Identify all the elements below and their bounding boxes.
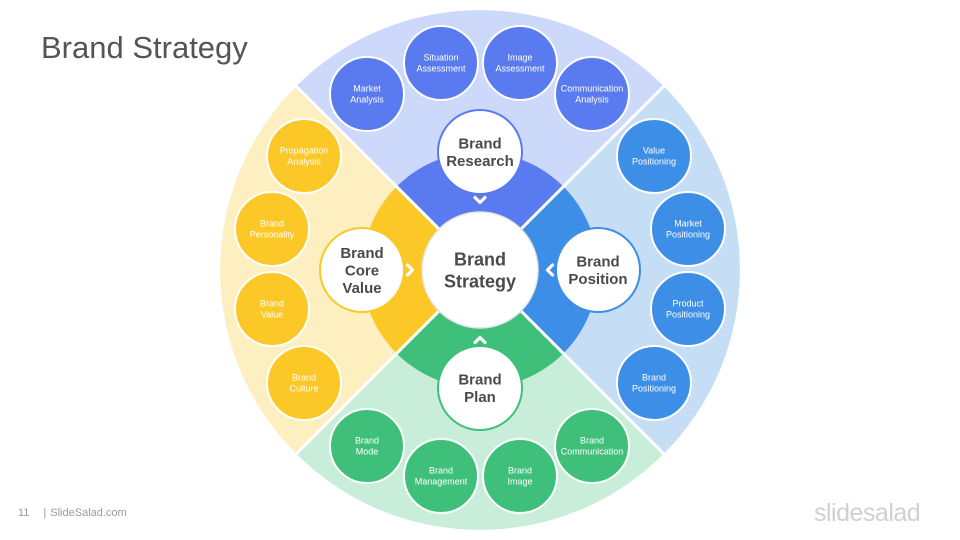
- core-value-item-label: Culture: [289, 384, 318, 394]
- footer-separator: |: [43, 507, 47, 519]
- core-value-item-label: Personality: [250, 230, 295, 240]
- plan-item-circle: [403, 438, 479, 514]
- research-item-label: Assessment: [495, 64, 545, 74]
- position-item-label: Value: [643, 146, 665, 156]
- position-item-circle: [616, 118, 692, 194]
- position-item-label: Positioning: [666, 230, 710, 240]
- center-circle: [421, 211, 539, 329]
- research-item-label: Analysis: [350, 95, 384, 105]
- position-item-circle: [616, 345, 692, 421]
- position-item-label: Positioning: [666, 310, 710, 320]
- core-value-item-label: Value: [261, 310, 283, 320]
- position-item-label: Positioning: [632, 157, 676, 167]
- core-value-item-circle: [234, 191, 310, 267]
- research-ring-quadrant: [396, 152, 564, 270]
- position-label: Brand: [576, 254, 619, 271]
- core-value-label-circle: [319, 227, 405, 313]
- slidesalad-logo: slidesalad: [814, 499, 921, 527]
- position-ring-quadrant: [480, 186, 598, 354]
- plan-item-circle: [329, 408, 405, 484]
- plan-item-label: Management: [415, 477, 468, 487]
- research-item-label: Analysis: [575, 95, 609, 105]
- research-item-circle: [554, 56, 630, 132]
- research-item-label: Communication: [561, 84, 624, 94]
- research-label: Brand: [458, 136, 501, 153]
- slide-footer: 11 |SlideSalad.com: [18, 507, 127, 519]
- research-item-circle: [403, 25, 479, 101]
- position-item-label: Positioning: [632, 384, 676, 394]
- core-value-item-label: Propagation: [280, 146, 329, 156]
- center-label: Brand: [454, 249, 506, 269]
- center-label: Strategy: [444, 271, 516, 291]
- core-value-label: Brand: [340, 245, 383, 262]
- position-item-label: Market: [674, 219, 702, 229]
- plan-ring-quadrant: [396, 270, 564, 388]
- position-item-circle: [650, 191, 726, 267]
- research-label: Research: [446, 153, 514, 170]
- chevron-right-icon: [405, 263, 415, 277]
- core-value-item-label: Brand: [260, 219, 284, 229]
- position-label: Position: [568, 271, 627, 288]
- plan-item-label: Brand: [355, 436, 379, 446]
- core-value-item-circle: [234, 271, 310, 347]
- core-value-ring-quadrant: [362, 186, 480, 354]
- center-layer: BrandResearchBrandPositionBrandPlanBrand…: [319, 109, 641, 431]
- core-value-item-label: Brand: [260, 299, 284, 309]
- core-value-label: Core: [345, 262, 379, 279]
- plan-label: Brand: [458, 372, 501, 389]
- research-item-label: Image: [507, 53, 532, 63]
- position-label-circle: [555, 227, 641, 313]
- research-item-circle: [482, 25, 558, 101]
- position-item-label: Brand: [642, 373, 666, 383]
- position-item-circle: [650, 271, 726, 347]
- slide-title: Brand Strategy: [41, 30, 248, 65]
- plan-item-label: Communication: [561, 447, 624, 457]
- core-value-item-label: Brand: [292, 373, 316, 383]
- research-item-label: Situation: [423, 53, 458, 63]
- research-item-circle: [329, 56, 405, 132]
- plan-item-circle: [482, 438, 558, 514]
- chevron-left-icon: [545, 263, 555, 277]
- plan-item-label: Brand: [508, 466, 532, 476]
- plan-label: Plan: [464, 389, 496, 406]
- position-item-label: Product: [672, 299, 704, 309]
- plan-item-label: Image: [507, 477, 532, 487]
- plan-item-circle: [554, 408, 630, 484]
- page-number: 11: [18, 507, 30, 519]
- core-value-label: Value: [342, 280, 381, 297]
- item-circles-layer: MarketAnalysisSituationAssessmentImageAs…: [234, 25, 726, 514]
- plan-item-label: Brand: [429, 466, 453, 476]
- core-value-item-label: Analysis: [287, 157, 321, 167]
- footer-website: SlideSalad.com: [50, 507, 127, 519]
- research-label-circle: [437, 109, 523, 195]
- core-value-item-circle: [266, 118, 342, 194]
- research-item-label: Market: [353, 84, 381, 94]
- plan-item-label: Brand: [580, 436, 604, 446]
- plan-item-label: Mode: [356, 447, 379, 457]
- chevron-up-icon: [473, 335, 487, 345]
- research-item-label: Assessment: [416, 64, 466, 74]
- chevron-down-icon: [473, 195, 487, 205]
- core-value-item-circle: [266, 345, 342, 421]
- plan-label-circle: [437, 345, 523, 431]
